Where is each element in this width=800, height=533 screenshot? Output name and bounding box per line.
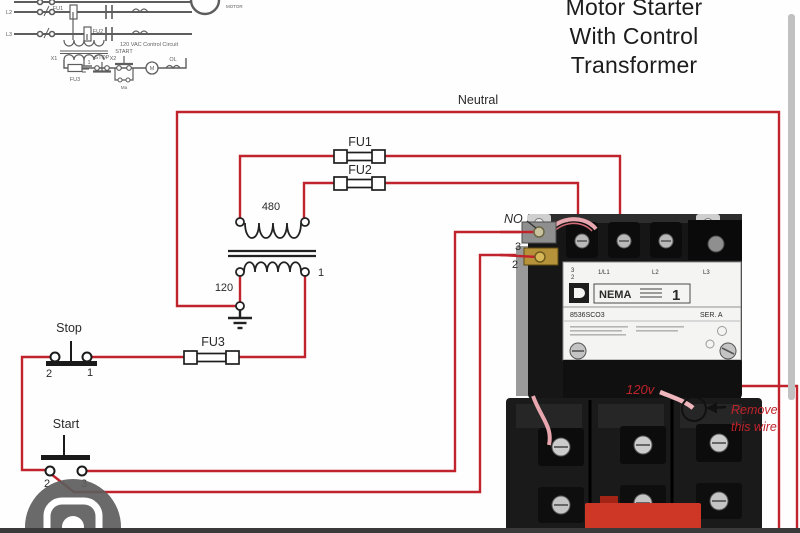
inset-fu2-label: FU2 [93,29,103,35]
start-label: Start [53,417,80,431]
remove-note-line2: this wire [731,420,777,434]
inset-one-label: 1 [87,60,90,66]
secondary-to-stop-wire [90,276,307,359]
label-col-2: 2 [571,275,575,281]
page-title: Motor Starter With Control Transformer [534,0,734,80]
aux-terminal-screw [533,226,545,238]
inset-aux-label: Ma [121,85,128,90]
start-button-symbol [41,435,90,477]
wire-ends [499,230,539,259]
primary-terminal-right [300,217,310,227]
inset-l2-label: L2 [6,10,12,16]
inset-caption: 120 VAC Control Circuit [120,42,178,48]
start3-to-aux-wire [86,230,520,473]
inset-l3-label: L3 [6,32,12,38]
neutral-wire [175,110,781,533]
arrow-icon [706,402,717,414]
ground-junction [235,301,245,311]
inset-coil-label: M [150,66,155,72]
starter-photo: 3 2 1/L1 L2 L3 NEMA 1 8536SCO3 SER. A [506,214,762,533]
ground-symbol [228,310,252,330]
label-model: 8536SCO3 [570,312,605,319]
inset-schematic: L2 L3 FU1 FU2 X1 X2 120 VAC Control Circ… [6,0,243,90]
inset-ol-contact [165,64,181,70]
primary-voltage-label: 480 [262,201,280,213]
csa-mark [705,339,715,349]
lens-camera-button[interactable] [25,479,121,533]
title-line-1: Motor Starter [565,0,703,20]
fu2-wire [302,181,580,240]
stop-terminal-2-label: 2 [46,368,52,380]
start-terminal-2 [44,465,56,477]
secondary-terminal-right [300,267,310,277]
inset-x1-label: X1 [51,56,58,62]
reset-bar [585,503,701,533]
wire-highlight-circle [681,396,707,422]
fuse-fu1 [333,149,386,164]
inset-xfmr-primary [63,39,105,47]
inset-motor [189,0,221,16]
secondary-winding [243,261,302,273]
label-brand: NEMA [599,289,631,301]
secondary-terminal-label: 1 [318,267,324,279]
title-line-3: Transformer [570,52,698,78]
fu3-label: FU3 [201,335,225,349]
stop-terminal-1-label: 1 [87,367,93,379]
scrollbar-thumb[interactable] [788,14,795,400]
inset-motor-label: MOTOR [226,4,243,9]
fuse-fu3 [183,350,240,365]
stop-terminal-1 [81,351,93,363]
inset-fu1-label: FU1 [53,6,63,12]
wire3-label: 3 [515,241,521,253]
primary-winding [244,222,302,239]
title-line-2: With Control [569,23,699,49]
inset-rung [63,58,187,69]
coil-wire-left [531,395,552,446]
coil-terminal-screw [534,251,546,263]
secondary-terminal-left [235,267,245,277]
inset-fu3-fuse [67,63,83,73]
primary-terminal-left [235,217,245,227]
label-size: 1 [672,287,680,304]
stop-to-start-wire [20,355,50,472]
fu2-label: FU2 [348,163,372,177]
inset-x2-label: X2 [110,56,117,62]
coil-wire-right [659,389,695,410]
secondary-voltage-label: 120 [215,282,233,294]
start-terminal-3 [76,465,88,477]
start2-to-coil-wire [50,253,520,494]
inset-start-label: START [115,49,133,55]
control-transformer [228,217,316,330]
remove-note-line1: Remove [731,403,778,417]
bottom-edge-strip [0,528,800,533]
inset-fu3-label: FU3 [70,77,80,83]
stop-button-symbol [46,341,97,366]
inset-ol-label: OL [169,57,176,63]
stop-terminal-2 [49,351,61,363]
fuse-fu2 [333,176,386,191]
stop-label: Stop [56,321,82,335]
inset-stop-label: STOP [95,55,110,61]
start-terminal-2-label: 2 [44,478,50,490]
label-t2: L2 [652,270,659,276]
label-t3: L3 [703,270,710,276]
fu1-label: FU1 [348,135,372,149]
label-series: SER. A [700,312,723,319]
wire2-label: 2 [512,259,518,271]
label-col-3: 3 [571,268,575,274]
neutral-label: Neutral [458,93,498,107]
no-label: NO [504,212,523,226]
inset-m-coil [145,61,159,75]
starter-label-panel [562,261,742,361]
label-t1: 1/L1 [598,270,610,276]
ul-mark [717,326,727,336]
fu1-wire [238,154,622,240]
coil-marking-label: 120v [626,382,656,397]
